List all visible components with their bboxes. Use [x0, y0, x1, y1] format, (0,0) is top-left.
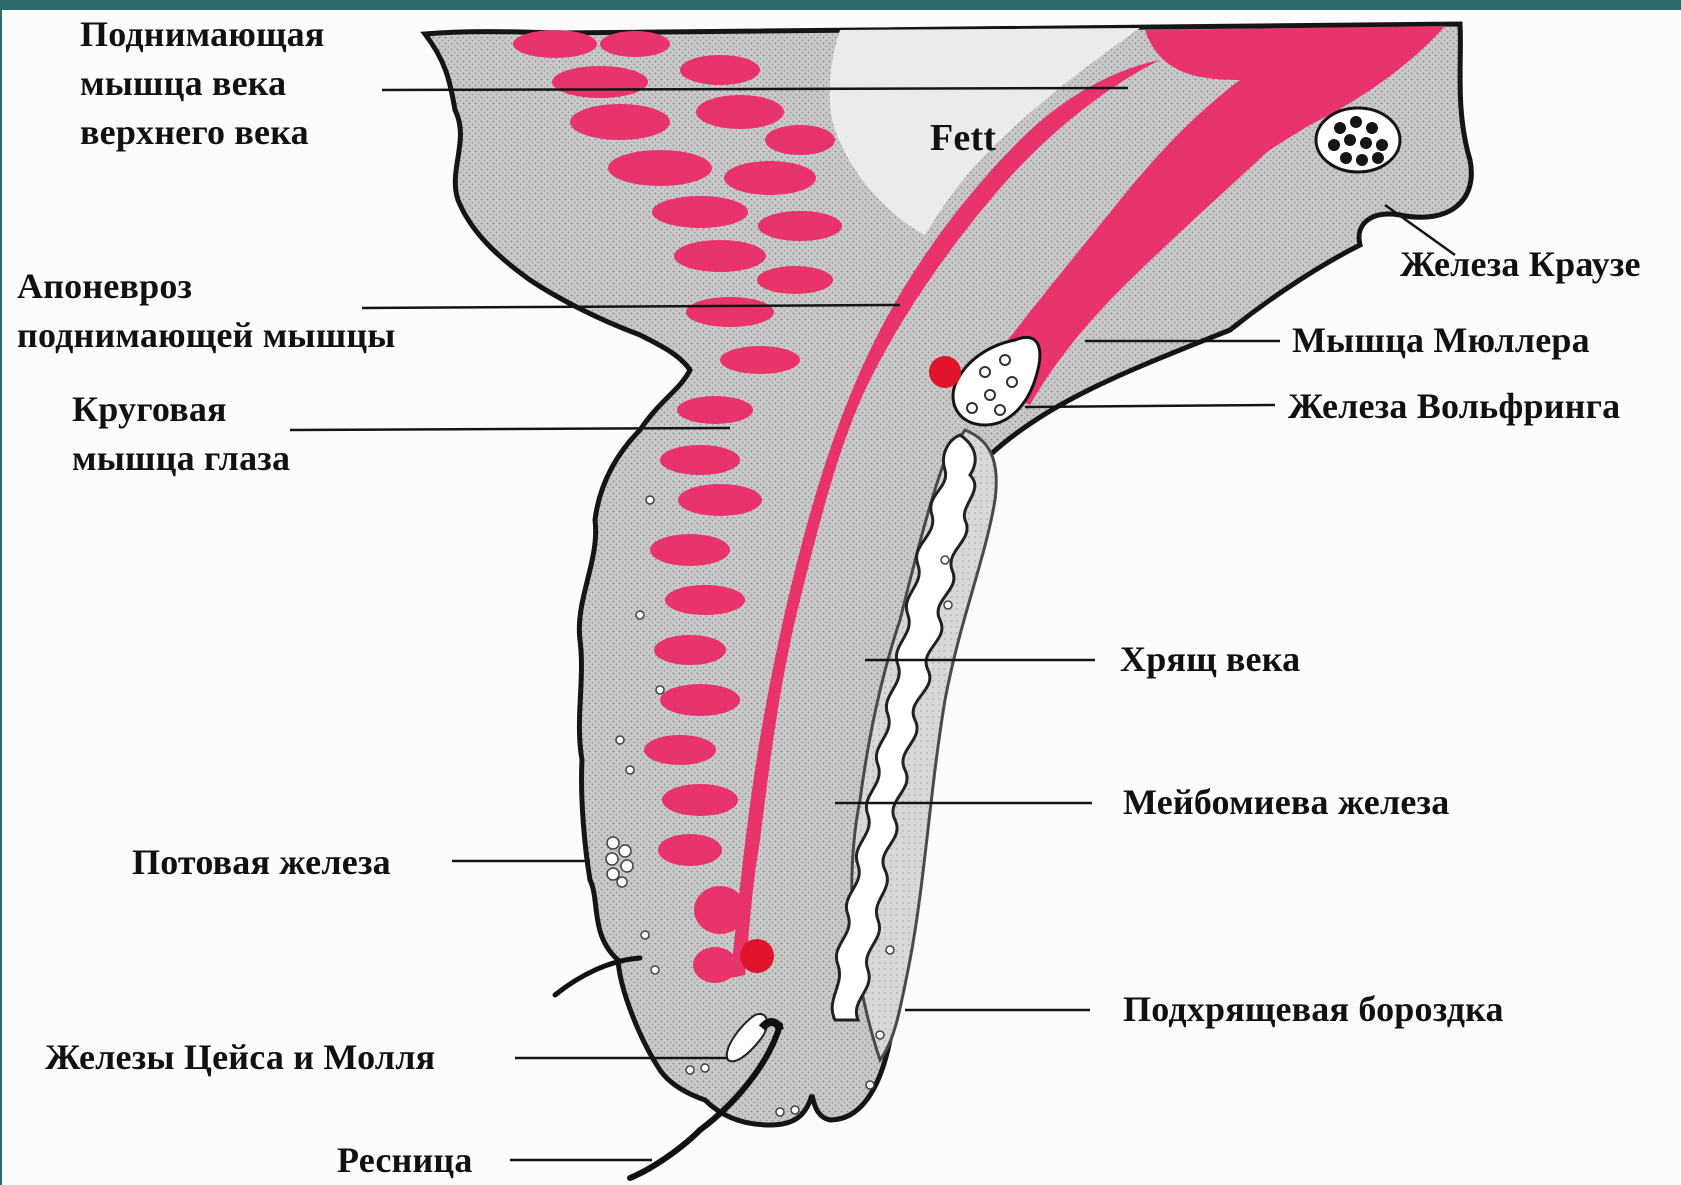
label-aponeurosis-line1: Апоневроз: [17, 262, 396, 311]
label-subtarsal: Подхрящевая бороздка: [1123, 985, 1504, 1034]
label-levator-line1: Поднимающая: [80, 10, 325, 59]
label-wolfring: Железа Вольфринга: [1288, 382, 1620, 431]
label-orbicularis-line1: Круговая: [72, 385, 290, 434]
label-eyelash: Ресница: [337, 1136, 473, 1185]
label-krause: Железа Краузе: [1400, 240, 1641, 289]
krause-gland: [1316, 108, 1400, 172]
label-zeis-moll: Железы Цейса и Молля: [45, 1033, 435, 1082]
label-muller: Мышца Мюллера: [1292, 316, 1590, 365]
vessel-upper: [929, 356, 961, 388]
label-sweat: Потовая железа: [132, 838, 391, 887]
label-levator-line3: верхнего века: [80, 108, 325, 157]
label-orbicularis: Круговая мышца глаза: [72, 385, 290, 483]
label-aponeurosis: Апоневроз поднимающей мышцы: [17, 262, 396, 360]
label-tarsus: Хрящ века: [1120, 635, 1300, 684]
label-meibomian: Мейбомиева железа: [1123, 778, 1449, 827]
label-levator: Поднимающая мышца века верхнего века: [80, 10, 325, 157]
label-orbicularis-line2: мышца глаза: [72, 434, 290, 483]
label-aponeurosis-line2: поднимающей мышцы: [17, 311, 396, 360]
label-levator-line2: мышца века: [80, 59, 325, 108]
vessel-lower: [740, 939, 774, 973]
label-fat: Fett: [930, 114, 996, 163]
